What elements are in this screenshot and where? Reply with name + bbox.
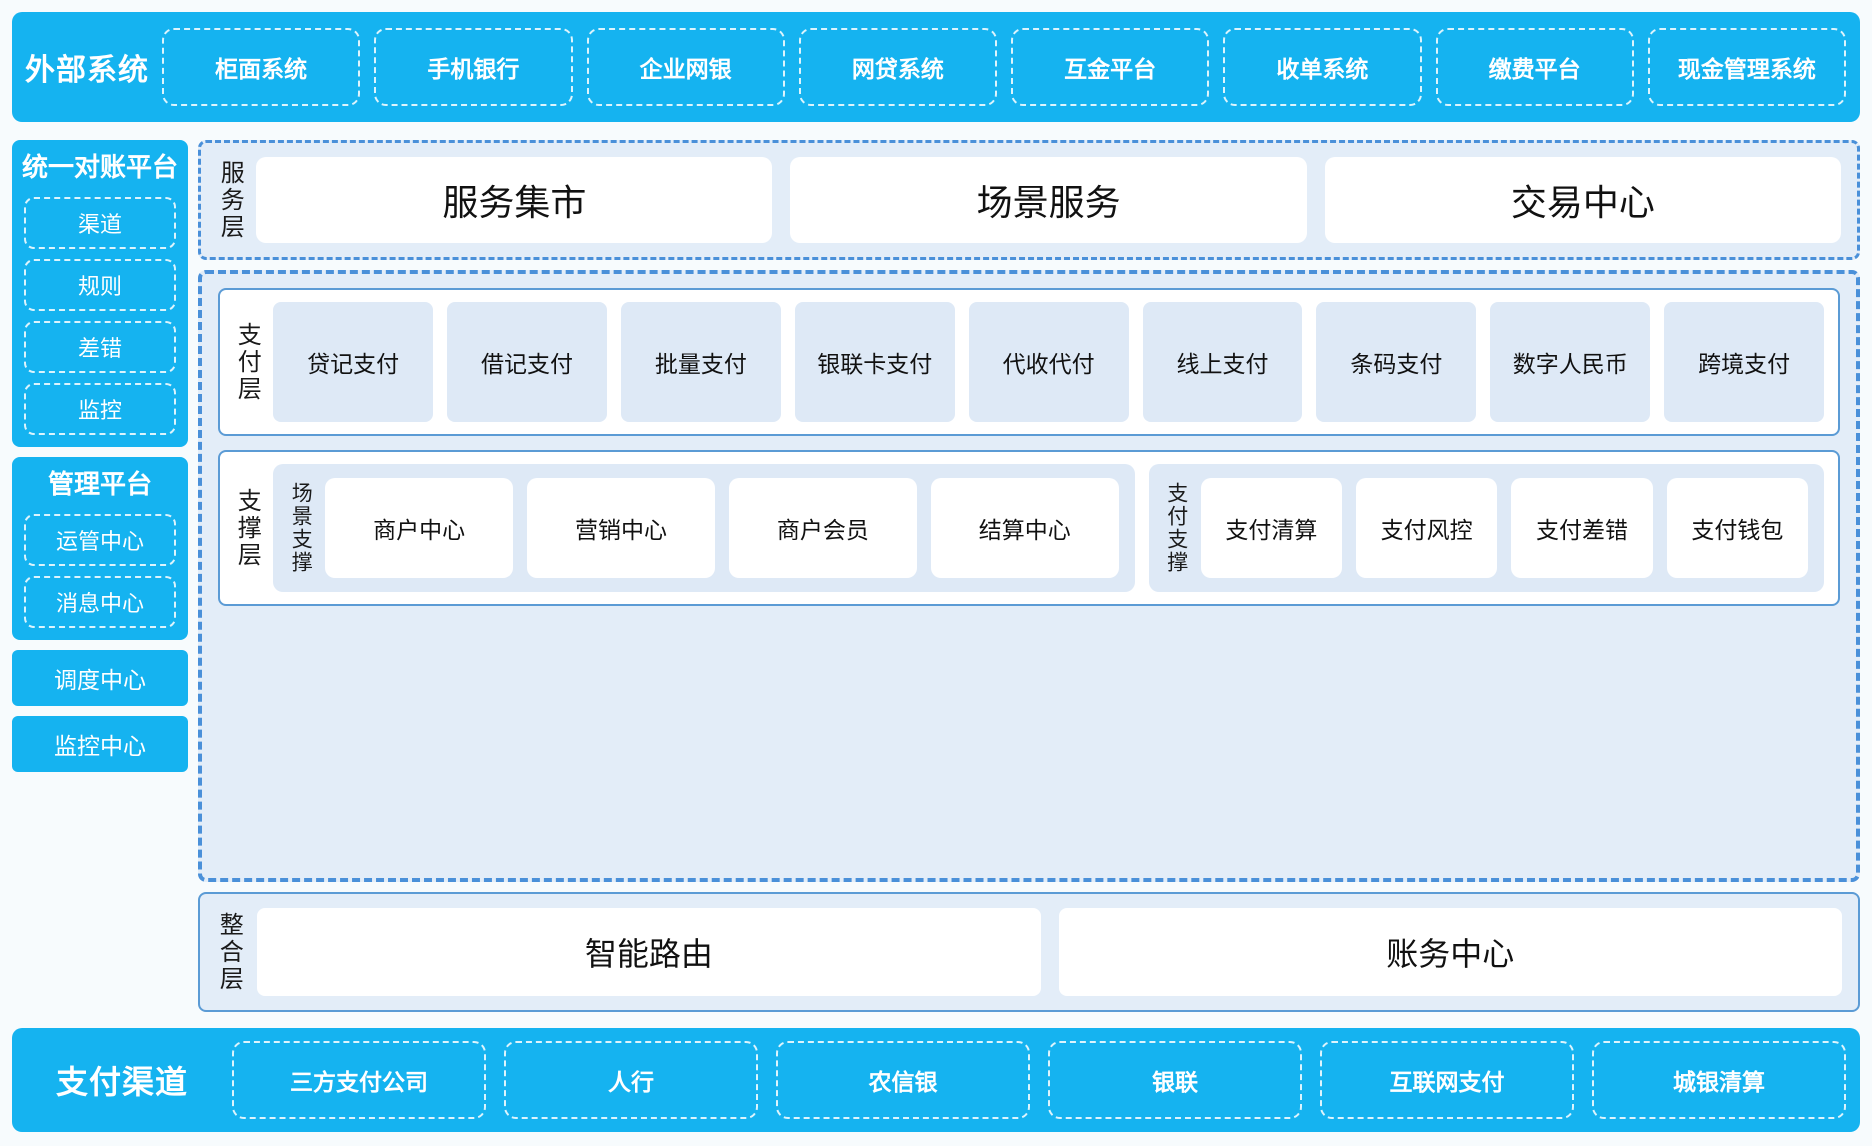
payment-channels-bar: 支付渠道 三方支付公司 人行 农信银 银联 互联网支付 城银清算: [12, 1028, 1860, 1132]
external-system-item[interactable]: 缴费平台: [1435, 28, 1634, 106]
management-item-operations-center[interactable]: 运管中心: [24, 514, 176, 567]
integration-layer-cards: 智能路由 账务中心: [257, 908, 1842, 996]
monitor-center-block[interactable]: 监控中心: [12, 716, 188, 773]
integration-layer-label: 整合层: [215, 911, 243, 993]
payment-channel-item[interactable]: 三方支付公司: [232, 1041, 486, 1119]
payment-item-collection-payment[interactable]: 代收代付: [968, 302, 1129, 422]
payment-channel-item[interactable]: 银联: [1048, 1041, 1302, 1119]
payment-item-digital-rmb[interactable]: 数字人民币: [1490, 302, 1651, 422]
payment-layer-items: 贷记支付 借记支付 批量支付 银联卡支付 代收代付 线上支付 条码支付 数字人民…: [273, 302, 1825, 422]
payment-item-online[interactable]: 线上支付: [1142, 302, 1303, 422]
management-platform-panel: 管理平台 运管中心 消息中心: [12, 457, 188, 641]
external-system-item[interactable]: 网贷系统: [798, 28, 997, 106]
payment-item-barcode[interactable]: 条码支付: [1316, 302, 1477, 422]
payment-support-block: 支付支撑 支付清算 支付风控 支付差错 支付钱包: [1148, 464, 1824, 592]
payment-channels-list: 三方支付公司 人行 农信银 银联 互联网支付 城银清算: [232, 1041, 1846, 1119]
service-layer-group: 服务层 服务集市 场景服务 交易中心: [198, 140, 1860, 260]
scene-support-label: 场景支撑: [289, 482, 313, 574]
integration-card-smart-routing[interactable]: 智能路由: [257, 908, 1041, 996]
left-platform-column: 统一对账平台 渠道 规则 差错 监控 管理平台 运管中心 消息中心 调度中心 监…: [12, 140, 188, 1012]
reconciliation-item-monitor[interactable]: 监控: [24, 383, 176, 436]
layers-column: 服务层 服务集市 场景服务 交易中心 支付层 贷记支付 借记支付 批量支付 银联…: [198, 140, 1860, 1012]
service-card-transaction[interactable]: 交易中心: [1324, 157, 1841, 243]
integration-card-accounting-center[interactable]: 账务中心: [1058, 908, 1842, 996]
payment-item-batch[interactable]: 批量支付: [620, 302, 781, 422]
management-item-message-center[interactable]: 消息中心: [24, 576, 176, 629]
payment-channel-item[interactable]: 城银清算: [1592, 1041, 1846, 1119]
scene-support-cards: 商户中心 营销中心 商户会员 结算中心: [325, 478, 1119, 578]
integration-layer-box: 整合层 智能路由 账务中心: [198, 892, 1860, 1012]
scene-card-merchant-member[interactable]: 商户会员: [728, 478, 917, 578]
payment-item-credit[interactable]: 贷记支付: [273, 302, 434, 422]
scene-card-settlement-center[interactable]: 结算中心: [930, 478, 1119, 578]
payment-support-card-error[interactable]: 支付差错: [1511, 478, 1653, 578]
payment-support-cards: 支付清算 支付风控 支付差错 支付钱包: [1200, 478, 1808, 578]
external-systems-bar: 外部系统 柜面系统 手机银行 企业网银 网贷系统 互金平台 收单系统 缴费平台 …: [12, 12, 1860, 122]
external-system-item[interactable]: 手机银行: [374, 28, 573, 106]
service-card-scenario[interactable]: 场景服务: [790, 157, 1307, 243]
payment-support-card-clearing[interactable]: 支付清算: [1200, 478, 1343, 578]
payment-channels-title: 支付渠道: [55, 1064, 188, 1100]
support-layer-box: 支撑层 场景支撑 商户中心 营销中心 商户会员 结算中心: [218, 450, 1840, 606]
payment-support-label: 支付支撑: [1164, 482, 1188, 574]
reconciliation-platform-title: 统一对账平台: [22, 152, 179, 182]
service-card-market[interactable]: 服务集市: [256, 157, 773, 243]
external-systems-title: 外部系统: [25, 54, 149, 87]
middle-section: 统一对账平台 渠道 规则 差错 监控 管理平台 运管中心 消息中心 调度中心 监…: [12, 140, 1860, 1012]
payment-item-cross-border[interactable]: 跨境支付: [1664, 302, 1825, 422]
payment-item-debit[interactable]: 借记支付: [447, 302, 607, 422]
external-system-item[interactable]: 现金管理系统: [1647, 28, 1846, 106]
service-layer-cards: 服务集市 场景服务 交易中心: [256, 157, 1841, 243]
service-layer-label: 服务层: [216, 159, 244, 241]
external-system-item[interactable]: 企业网银: [586, 28, 785, 106]
reconciliation-platform-panel: 统一对账平台 渠道 规则 差错 监控: [12, 140, 188, 448]
payment-support-card-wallet[interactable]: 支付钱包: [1666, 478, 1808, 578]
external-system-item[interactable]: 互金平台: [1011, 28, 1210, 106]
support-layer-row: 场景支撑 商户中心 营销中心 商户会员 结算中心 支付支撑 支付清算: [273, 464, 1824, 592]
payment-support-card-risk-control[interactable]: 支付风控: [1356, 478, 1498, 578]
payment-support-group: 支付层 贷记支付 借记支付 批量支付 银联卡支付 代收代付 线上支付 条码支付 …: [198, 270, 1860, 882]
reconciliation-item-channel[interactable]: 渠道: [24, 197, 176, 250]
external-system-item[interactable]: 收单系统: [1223, 28, 1422, 106]
external-systems-list: 柜面系统 手机银行 企业网银 网贷系统 互金平台 收单系统 缴费平台 现金管理系…: [162, 28, 1846, 106]
dispatch-center-block[interactable]: 调度中心: [12, 650, 188, 707]
scene-card-merchant-center[interactable]: 商户中心: [325, 478, 514, 578]
management-platform-title: 管理平台: [47, 469, 152, 500]
support-layer-label: 支撑层: [233, 487, 261, 569]
payment-item-unionpay-card[interactable]: 银联卡支付: [794, 302, 955, 422]
payment-channel-item[interactable]: 农信银: [776, 1041, 1030, 1119]
payment-layer-label: 支付层: [233, 321, 261, 403]
scene-support-block: 场景支撑 商户中心 营销中心 商户会员 结算中心: [273, 464, 1135, 592]
payment-layer-box: 支付层 贷记支付 借记支付 批量支付 银联卡支付 代收代付 线上支付 条码支付 …: [218, 288, 1840, 436]
payment-channel-item[interactable]: 人行: [504, 1041, 758, 1119]
reconciliation-item-error[interactable]: 差错: [24, 321, 176, 374]
reconciliation-item-rule[interactable]: 规则: [24, 259, 176, 312]
scene-card-marketing-center[interactable]: 营销中心: [527, 478, 715, 578]
external-system-item[interactable]: 柜面系统: [162, 28, 361, 106]
payment-channel-item[interactable]: 互联网支付: [1320, 1041, 1574, 1119]
